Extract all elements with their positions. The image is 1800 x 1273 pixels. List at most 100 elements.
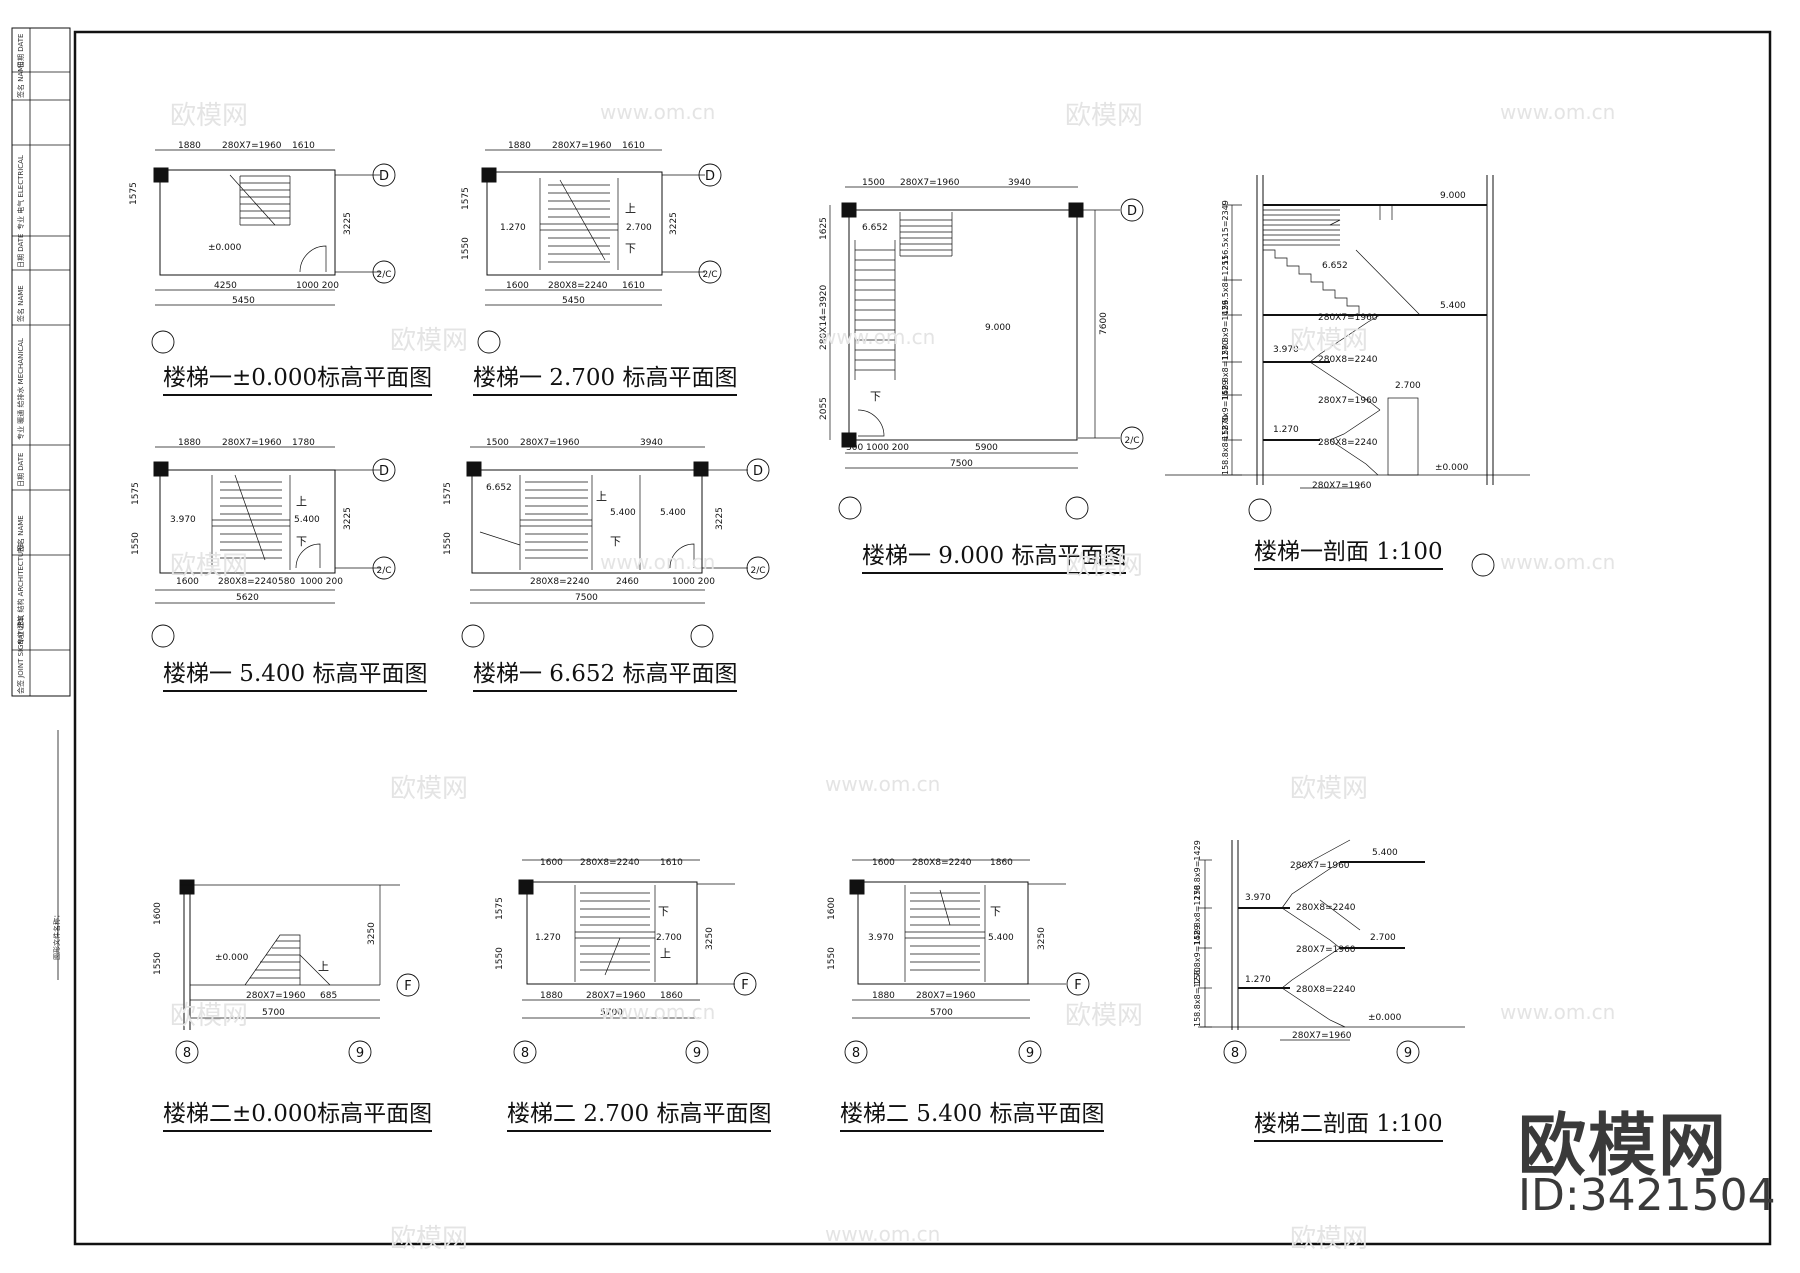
dim-text: 300 1000 200: [846, 443, 909, 453]
level-text: ±0.000: [1435, 463, 1469, 473]
dim-text: 3225: [715, 507, 725, 530]
dim-text: 7600: [1099, 312, 1109, 335]
dim-text: 280X7=1960: [246, 991, 306, 1001]
arrow-down: 下: [296, 535, 307, 548]
dim-text: 1575: [443, 482, 453, 505]
title-s2-plan-5400: 楼梯二 5.400 标高平面图: [840, 1094, 1105, 1132]
dim-text: 3250: [1037, 927, 1047, 950]
dim-text: 280X14=3920: [819, 284, 829, 350]
dim-text: 5620: [236, 593, 259, 603]
watermark-brand: 欧模网: [390, 1224, 469, 1254]
level-text: 1.270: [1273, 425, 1299, 435]
grid-label-9: 9: [693, 1046, 701, 1061]
level-text: 6.652: [1322, 261, 1348, 271]
title-s1-plan-000: 楼梯一±0.000标高平面图: [163, 358, 433, 396]
watermark-brand: 欧模网: [1290, 326, 1369, 356]
grid-label-f: F: [404, 979, 411, 994]
title-s1-section: 楼梯一剖面 1:100: [1254, 532, 1443, 570]
watermark-brand: 欧模网: [1065, 101, 1144, 131]
dim-text: 1000 200: [300, 577, 343, 587]
dim-text: 280X7=1960: [1318, 313, 1378, 323]
level-text: 5.400: [660, 508, 686, 518]
dim-text: 1550: [443, 532, 453, 555]
level-text: 2.700: [626, 223, 652, 233]
level-text: 9.000: [985, 323, 1011, 333]
dim-text: 5450: [562, 296, 585, 306]
grid-label-8: 8: [183, 1046, 191, 1061]
level-text: 5.400: [1372, 848, 1398, 858]
level-text: 9.000: [1440, 191, 1466, 201]
grid-label-8: 8: [1231, 1046, 1239, 1061]
level-text: ±0.000: [215, 953, 249, 963]
dim-text: 2460: [616, 577, 639, 587]
grid-label-d: D: [705, 169, 715, 184]
dim-text: 158.8x9=1429: [1221, 380, 1230, 440]
dim-text: 280X8=2240: [548, 281, 608, 291]
title-s1-plan-6652: 楼梯一 6.652 标高平面图: [473, 654, 738, 692]
title-s2-section: 楼梯二剖面 1:100: [1254, 1104, 1443, 1142]
watermark-url: www.om.cn: [600, 1000, 716, 1024]
level-text: 1.270: [1245, 975, 1271, 985]
title-block-row: 签名 NAME: [17, 61, 25, 98]
watermark-url: www.om.cn: [825, 772, 941, 796]
title-s1-plan-5400: 楼梯一 5.400 标高平面图: [163, 654, 428, 692]
plan-s2-000: [175, 879, 420, 1064]
level-text: 5.400: [610, 508, 636, 518]
dim-text: 280X7=1960: [1312, 481, 1372, 491]
dim-text: 1575: [461, 187, 471, 210]
grid-label-2c: 2/C: [1124, 436, 1139, 446]
dim-text: 1550: [495, 947, 505, 970]
watermark-brand: 欧模网: [1065, 551, 1144, 581]
title-block: [11, 27, 71, 697]
brand-id: ID:3421504: [1518, 1170, 1776, 1221]
grid-label-d: D: [379, 169, 389, 184]
dim-text: 158.8x9=1429: [1221, 300, 1230, 360]
grid-label-2c: 2/C: [376, 270, 391, 280]
title-block-row: 会签 JOINT SIGNATURE: [17, 616, 25, 694]
dim-text: 280X7=1960: [1292, 1031, 1352, 1041]
watermark-brand: 欧模网: [170, 1001, 249, 1031]
dim-text: 280X8=2240: [580, 858, 640, 868]
level-text: ±0.000: [208, 243, 242, 253]
dim-text: 280X8=2240: [1296, 985, 1356, 995]
dim-text: 5700: [930, 1008, 953, 1018]
dim-text: 280X7=1960: [586, 991, 646, 1001]
level-text: ±0.000: [1368, 1013, 1402, 1023]
watermark-brand: 欧模网: [170, 101, 249, 131]
plan-s1-5400: [151, 446, 396, 648]
section-s2: [1198, 839, 1465, 1064]
title-block-row: 日期 DATE: [17, 452, 25, 487]
dim-text: 1550: [461, 237, 471, 260]
watermark-brand: 欧模网: [390, 326, 469, 356]
dim-text: 1575: [129, 182, 139, 205]
title-block-row: 日期 DATE: [17, 233, 25, 268]
dim-text: 1880: [178, 141, 201, 151]
dim-text: 1600: [540, 858, 563, 868]
plan-s1-9000: [829, 186, 1144, 520]
dim-text: 4250: [214, 281, 237, 291]
arrow-down: 下: [610, 535, 621, 548]
plan-s1-6652: [461, 446, 770, 648]
dim-text: 3225: [343, 212, 353, 235]
dim-text: 1600: [176, 577, 199, 587]
dim-text: 156.5x8=1251: [1221, 255, 1230, 315]
dim-text: 1550: [131, 532, 141, 555]
arrow-up: 上: [660, 947, 671, 960]
dim-text: 280X7=1960: [520, 438, 580, 448]
dim-text: 280X7=1960: [900, 178, 960, 188]
dim-text: 158.8x8=1270: [1193, 885, 1202, 945]
watermark-brand: 欧模网: [1290, 1224, 1369, 1254]
dim-text: 1500: [862, 178, 885, 188]
dim-text: 280X8=2240: [912, 858, 972, 868]
watermark-brand: 欧模网: [170, 551, 249, 581]
dim-text: 1610: [660, 858, 683, 868]
grid-label-f: F: [741, 978, 748, 993]
dim-text: 3940: [640, 438, 663, 448]
dim-text: 1610: [292, 141, 315, 151]
dim-text: 1600: [506, 281, 529, 291]
dim-text: 158.8x8=1270: [1193, 967, 1202, 1027]
dim-text: 158.8x9=1429: [1193, 840, 1202, 900]
dim-text: 5700: [262, 1008, 285, 1018]
dim-text: 280X7=1960: [552, 141, 612, 151]
dim-text: 280X8=2240: [218, 577, 278, 587]
